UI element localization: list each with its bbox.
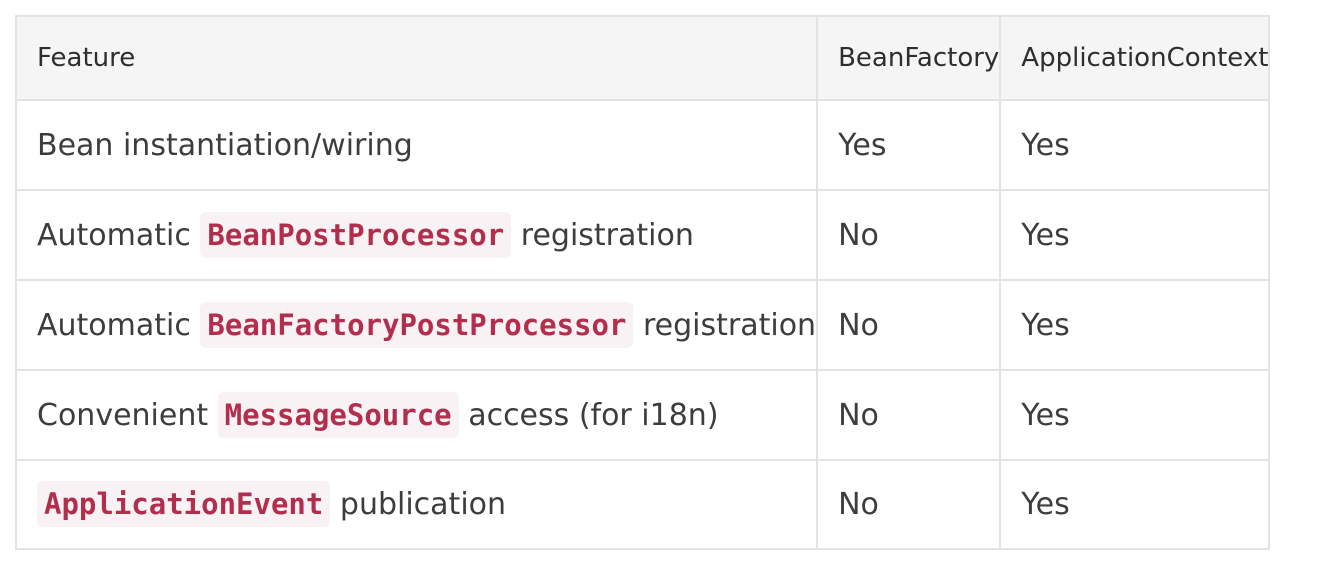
feature-text: Automatic <box>37 217 191 253</box>
table-row: Automatic BeanFactoryPostProcessor regis… <box>14 279 1271 371</box>
table-row: ApplicationEvent publication No Yes <box>14 459 1271 550</box>
application-context-cell: Yes <box>999 369 1271 461</box>
bean-factory-cell: No <box>816 459 1002 550</box>
application-context-cell: Yes <box>999 459 1271 550</box>
feature-code: BeanPostProcessor <box>200 211 512 258</box>
feature-text: Automatic <box>37 307 191 343</box>
table-row: Convenient MessageSource access (for i18… <box>14 369 1271 461</box>
feature-cell: ApplicationEvent publication <box>14 459 819 550</box>
feature-cell: Convenient MessageSource access (for i18… <box>14 369 819 461</box>
table-row: Bean instantiation/wiring Yes Yes <box>14 99 1271 191</box>
header-bean-factory: BeanFactory <box>816 15 1002 101</box>
table-body: Bean instantiation/wiring Yes Yes Automa… <box>14 99 1271 550</box>
header-application-context: ApplicationContext <box>999 15 1271 101</box>
feature-code: ApplicationEvent <box>37 481 331 527</box>
header-row: Feature BeanFactory ApplicationContext <box>14 15 1271 101</box>
table-row: Automatic BeanPostProcessor registration… <box>14 189 1271 281</box>
feature-text: access (for i18n) <box>468 397 719 433</box>
bean-factory-cell: No <box>816 189 1002 281</box>
feature-text: registration <box>642 307 817 343</box>
feature-text: publication <box>339 487 507 522</box>
bean-factory-cell: No <box>816 369 1002 461</box>
feature-text: Convenient <box>37 397 209 433</box>
application-context-cell: Yes <box>999 189 1271 281</box>
application-context-cell: Yes <box>999 279 1271 371</box>
feature-text: registration <box>520 217 694 253</box>
application-context-cell: Yes <box>999 99 1271 191</box>
feature-cell: Automatic BeanFactoryPostProcessor regis… <box>14 279 819 371</box>
feature-cell: Bean instantiation/wiring <box>14 99 819 191</box>
feature-code: MessageSource <box>217 391 459 438</box>
bean-factory-cell: No <box>816 279 1002 371</box>
header-feature: Feature <box>14 15 819 101</box>
feature-text: Bean instantiation/wiring <box>37 127 413 163</box>
feature-comparison-table: Feature BeanFactory ApplicationContext B… <box>14 15 1271 550</box>
feature-comparison-table-wrapper: Feature BeanFactory ApplicationContext B… <box>14 15 1271 550</box>
feature-cell: Automatic BeanPostProcessor registration <box>14 189 819 281</box>
bean-factory-cell: Yes <box>816 99 1002 191</box>
feature-code: BeanFactoryPostProcessor <box>200 301 634 348</box>
table-header: Feature BeanFactory ApplicationContext <box>14 15 1271 101</box>
